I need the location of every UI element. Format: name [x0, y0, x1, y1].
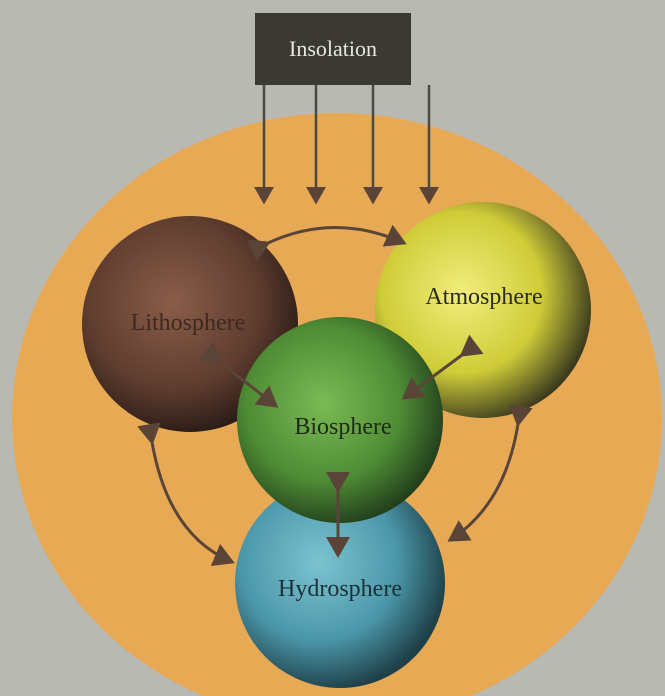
- hydrosphere-label: Hydrosphere: [278, 576, 402, 602]
- biosphere-label: Biosphere: [294, 414, 391, 440]
- insolation-label: Insolation: [289, 36, 377, 61]
- lithosphere-label: Lithosphere: [131, 310, 246, 336]
- atmosphere-label: Atmosphere: [425, 284, 542, 310]
